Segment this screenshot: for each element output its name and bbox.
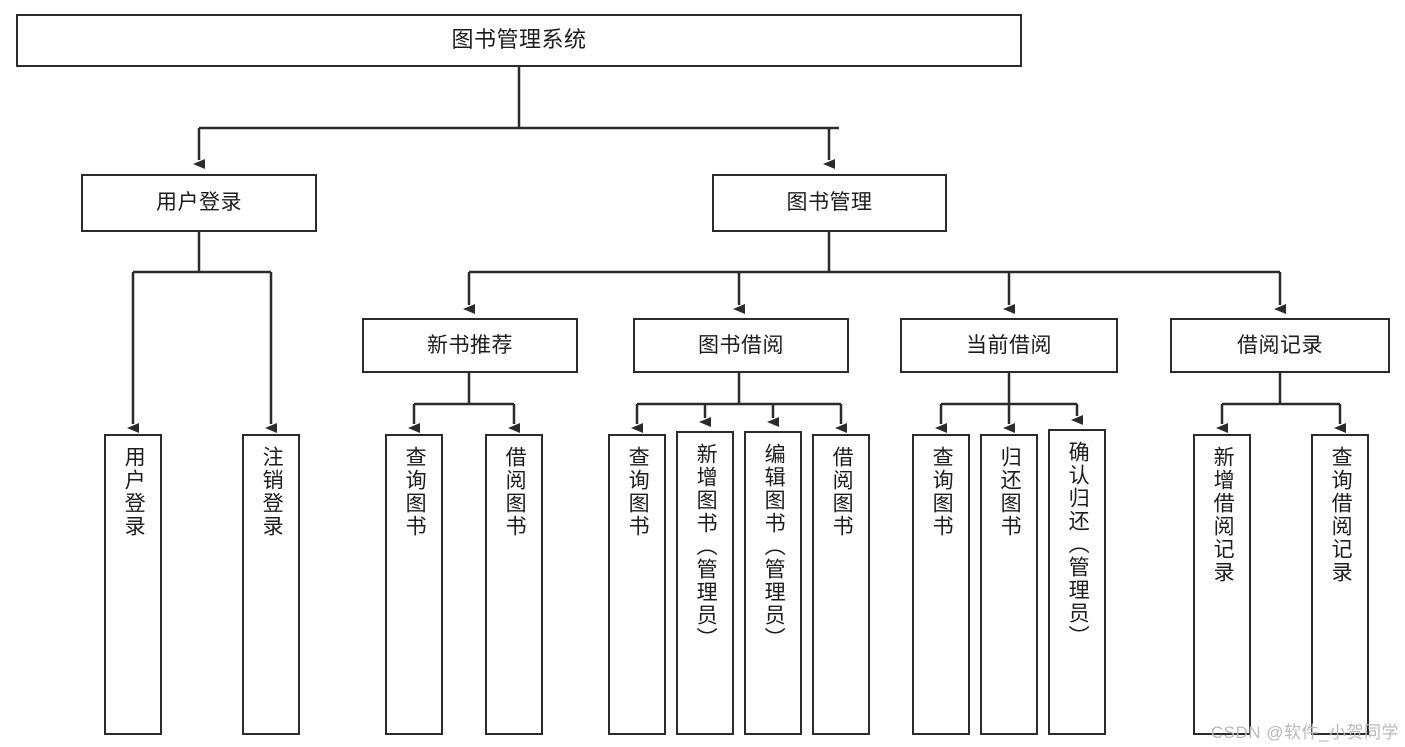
leaf-add-book-admin[interactable]: 新增图书（管理员） <box>676 431 734 735</box>
leaf-logout[interactable]: 注销登录 <box>242 434 300 735</box>
node-root-label: 图书管理系统 <box>451 27 587 53</box>
node-user-login[interactable]: 用户登录 <box>81 174 317 232</box>
leaf-add-borrow-record-label: 新增借阅记录 <box>1211 446 1235 584</box>
leaf-borrow-borrow-book[interactable]: 借阅图书 <box>812 434 870 735</box>
leaf-user-login-label: 用户登录 <box>122 446 146 538</box>
leaf-confirm-return-admin[interactable]: 确认归还（管理员） <box>1048 429 1106 735</box>
leaf-current-query-book-label: 查询图书 <box>930 446 954 538</box>
leaf-return-book-label: 归还图书 <box>998 446 1022 538</box>
leaf-confirm-return-admin-label: 确认归还（管理员） <box>1066 441 1090 648</box>
node-user-login-label: 用户登录 <box>156 191 242 215</box>
leaf-return-book[interactable]: 归还图书 <box>980 434 1038 735</box>
leaf-borrow-query-book-label: 查询图书 <box>626 446 650 538</box>
node-new-book-recommend[interactable]: 新书推荐 <box>362 318 578 373</box>
node-root[interactable]: 图书管理系统 <box>16 14 1022 67</box>
leaf-logout-label: 注销登录 <box>260 446 284 538</box>
leaf-borrow-query-book[interactable]: 查询图书 <box>608 434 666 735</box>
node-borrow-record-label: 借阅记录 <box>1237 333 1323 357</box>
leaf-recommend-query-book-label: 查询图书 <box>403 446 427 538</box>
node-borrow-record[interactable]: 借阅记录 <box>1170 318 1390 373</box>
leaf-user-login[interactable]: 用户登录 <box>104 434 162 735</box>
node-book-management-label: 图书管理 <box>786 191 873 215</box>
leaf-current-query-book[interactable]: 查询图书 <box>912 434 970 735</box>
node-book-borrow[interactable]: 图书借阅 <box>633 318 849 373</box>
leaf-recommend-borrow-book-label: 借阅图书 <box>503 446 527 538</box>
node-new-book-recommend-label: 新书推荐 <box>427 333 513 357</box>
leaf-query-borrow-record-label: 查询借阅记录 <box>1329 446 1353 584</box>
node-current-borrow-label: 当前借阅 <box>966 333 1052 357</box>
watermark: CSDN @软件_小贺同学 <box>1210 723 1399 742</box>
leaf-recommend-query-book[interactable]: 查询图书 <box>385 434 443 735</box>
leaf-edit-book-admin[interactable]: 编辑图书（管理员） <box>744 431 802 735</box>
node-book-borrow-label: 图书借阅 <box>698 333 784 357</box>
leaf-add-borrow-record[interactable]: 新增借阅记录 <box>1193 434 1251 735</box>
leaf-recommend-borrow-book[interactable]: 借阅图书 <box>485 434 543 735</box>
leaf-borrow-borrow-book-label: 借阅图书 <box>830 446 854 538</box>
leaf-add-book-admin-label: 新增图书（管理员） <box>694 443 718 650</box>
leaf-edit-book-admin-label: 编辑图书（管理员） <box>762 443 786 650</box>
leaf-query-borrow-record[interactable]: 查询借阅记录 <box>1311 434 1369 735</box>
node-book-management[interactable]: 图书管理 <box>712 174 947 232</box>
node-current-borrow[interactable]: 当前借阅 <box>900 318 1118 373</box>
